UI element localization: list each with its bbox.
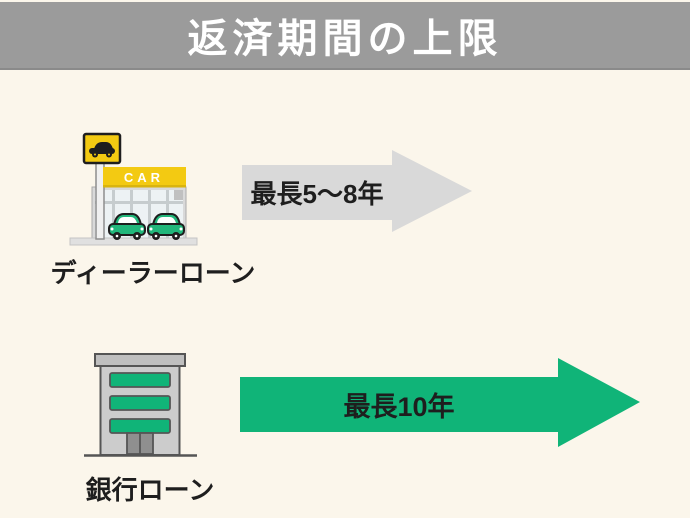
sign-car-cabin [94, 142, 113, 149]
dealer-mullion [148, 190, 151, 239]
car-banner [103, 167, 186, 187]
car-dealership-icon-svg: CAR [69, 132, 198, 246]
bank-window [109, 418, 171, 434]
car-banner-shadow [103, 185, 186, 188]
green-car [147, 213, 185, 240]
car-dealership-icon: CAR [66, 132, 200, 246]
dealer-transom [95, 201, 183, 204]
page-title: 返済期間の上限 [187, 17, 503, 61]
sign-pole [95, 157, 105, 240]
bank-window [109, 372, 171, 388]
dealer-term-arrow [242, 150, 472, 232]
dealer-loan-label: ディーラーローン [50, 258, 256, 288]
dealer-term-text: 最長5〜8年 [250, 179, 384, 209]
bank-term-text: 最長10年 [343, 392, 455, 422]
car-sign-text: CAR [124, 170, 164, 185]
gray-arrow-shape [242, 150, 472, 232]
green-car [108, 213, 146, 240]
dealer-mullion [112, 190, 115, 239]
bank-window [109, 395, 171, 411]
dealer-ground [69, 237, 198, 246]
bank-term-arrow [240, 358, 640, 447]
bank-roof [94, 353, 186, 367]
bank-building-icon [83, 348, 198, 458]
sign-car-hub [108, 153, 110, 156]
bank-building-icon-svg [84, 353, 197, 457]
dealer-corner-panel [174, 190, 183, 200]
sign-car-hub [94, 153, 96, 156]
bank-loan-label: 銀行ローン [85, 475, 215, 505]
green-arrow-shape [240, 358, 640, 447]
header-bar: 返済期間の上限 [0, 2, 690, 70]
